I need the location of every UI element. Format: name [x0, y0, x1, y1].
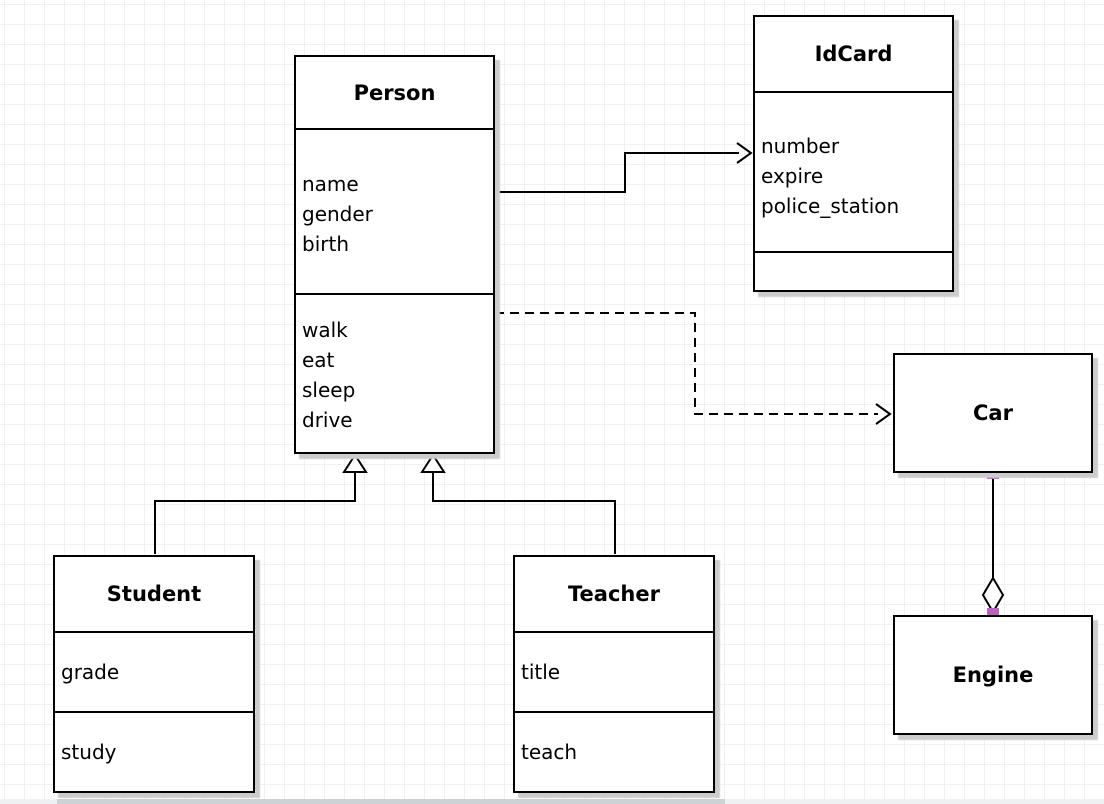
method-label: drive — [302, 408, 353, 432]
edge-person-car[interactable] — [495, 312, 892, 425]
class-person-attributes: name gender birth — [296, 130, 493, 295]
method-label: sleep — [302, 378, 356, 402]
method-label: teach — [521, 740, 578, 764]
attribute-label: expire — [761, 164, 824, 188]
class-teacher-title: Teacher — [515, 557, 713, 633]
attribute-label: number — [761, 134, 840, 158]
class-teacher-attributes: title — [515, 633, 713, 713]
edge-teacher-person[interactable] — [420, 453, 616, 554]
edge-car-engine[interactable] — [981, 467, 1005, 620]
class-student-attributes: grade — [55, 633, 253, 713]
class-teacher-methods: teach — [515, 713, 713, 791]
class-person-title: Person — [296, 57, 493, 130]
edge-person-car-line[interactable] — [495, 312, 878, 415]
method-label: eat — [302, 348, 335, 372]
class-idcard-attributes: number expire police_station — [755, 93, 952, 253]
edge-teacher-person-line[interactable] — [432, 471, 616, 554]
open-arrowhead-car-icon[interactable] — [875, 403, 892, 425]
attribute-label: name — [302, 172, 359, 196]
horizontal-scrollbar[interactable] — [0, 799, 1104, 804]
class-student-title: Student — [55, 557, 253, 633]
hollow-triangle-arrowhead-teacher-icon[interactable] — [420, 453, 446, 473]
edge-person-idcard-line[interactable] — [495, 152, 739, 193]
hollow-diamond-aggregation-icon[interactable] — [981, 576, 1005, 614]
attribute-label: title — [521, 660, 561, 684]
edge-student-person[interactable] — [154, 453, 368, 554]
class-engine-title: Engine — [952, 663, 1034, 687]
class-student[interactable]: Student grade study — [53, 555, 255, 793]
edge-person-idcard[interactable] — [495, 142, 753, 193]
class-idcard[interactable]: IdCard number expire police_station — [753, 15, 954, 292]
class-idcard-title: IdCard — [755, 17, 952, 93]
class-car[interactable]: Car — [893, 353, 1093, 473]
attribute-label: gender — [302, 202, 373, 226]
attribute-label: birth — [302, 232, 349, 256]
attribute-label: grade — [61, 660, 120, 684]
method-label: study — [61, 740, 117, 764]
class-person-methods: walk eat sleep drive — [296, 295, 493, 452]
attribute-label: police_station — [761, 194, 900, 218]
class-idcard-methods-empty — [755, 253, 952, 290]
class-person[interactable]: Person name gender birth walk eat sleep … — [294, 55, 495, 454]
class-car-title: Car — [973, 401, 1013, 425]
edge-student-person-line[interactable] — [154, 471, 356, 554]
class-student-methods: study — [55, 713, 253, 791]
method-label: walk — [302, 318, 348, 342]
class-teacher[interactable]: Teacher title teach — [513, 555, 715, 793]
class-engine[interactable]: Engine — [893, 615, 1093, 735]
hollow-triangle-arrowhead-student-icon[interactable] — [342, 453, 368, 473]
open-arrowhead-idcard-icon[interactable] — [736, 142, 753, 164]
horizontal-scrollbar-thumb[interactable] — [57, 799, 725, 804]
